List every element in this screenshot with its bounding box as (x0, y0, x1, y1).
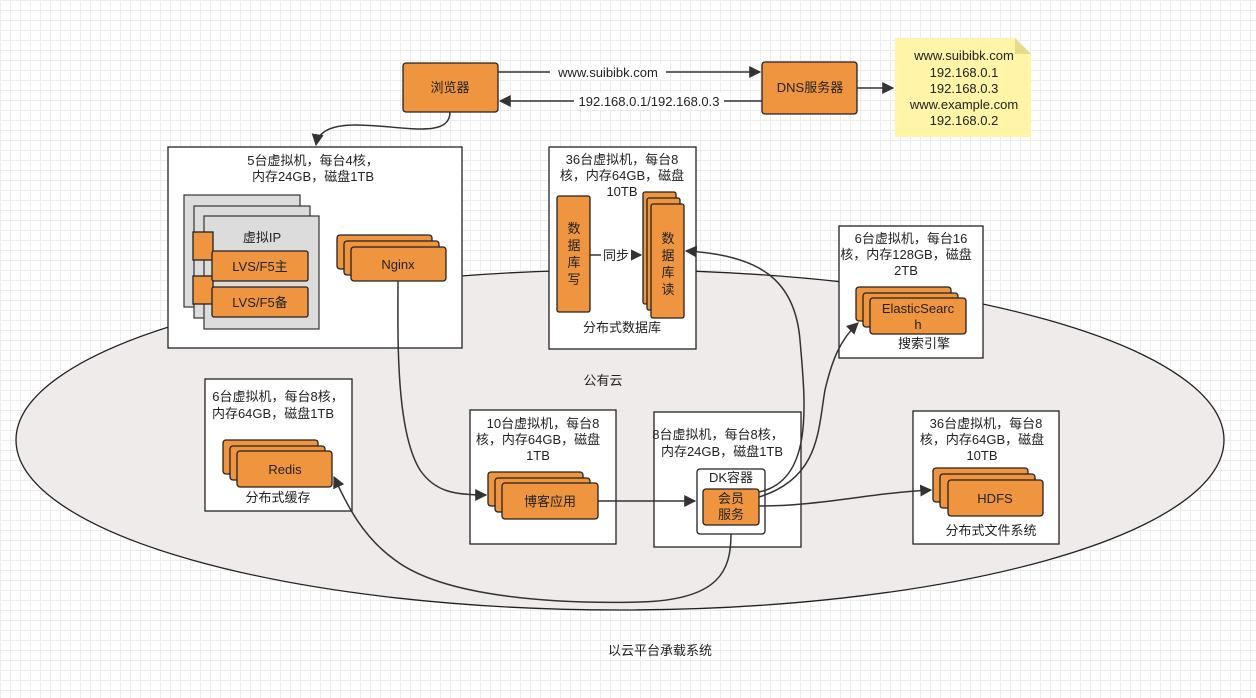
db-write-char-2: 据 (567, 238, 580, 253)
lvs-backup-node[interactable] (211, 286, 309, 318)
lb-spec-line-2: 内存24GB，磁盘1TB (252, 169, 374, 184)
lvs-master-node[interactable] (211, 250, 309, 282)
public-cloud-label: 公有云 (583, 373, 622, 388)
virtual-ip-label: 虚拟IP (243, 230, 281, 245)
nginx-label: Nginx (381, 257, 415, 272)
footer-caption: 以云平台承载系统 (608, 643, 712, 658)
request-edge-label: www.suibibk.com (557, 65, 658, 80)
nginx-to-blog-edge (397, 280, 488, 501)
search-spec-line-2: 核，内存128GB，磁盘 (840, 247, 971, 262)
member-to-db-edge (684, 245, 805, 493)
hdfs-label: HDFS (977, 491, 1013, 506)
elasticsearch-label-2: h (914, 317, 921, 332)
db-read-char-2: 据 (661, 248, 674, 263)
cache-spec-line-1: 6台虚拟机，每台8核， (212, 389, 343, 404)
dns-note-card (895, 38, 1031, 137)
db-write-char-4: 写 (567, 272, 580, 287)
db-caption: 分布式数据库 (583, 320, 661, 335)
lvs-backup-label: LVS/F5备 (232, 295, 287, 310)
db-sync-label-bg (601, 247, 631, 263)
lvs-backup-back (192, 275, 214, 305)
db-spec-line-1: 36台虚拟机，每台8 (566, 152, 679, 167)
dns-note-fold (1015, 38, 1031, 54)
hdfs-spec-line-1: 36台虚拟机，每台8 (930, 416, 1043, 431)
search-spec-line-3: 2TB (894, 263, 918, 278)
blog-spec-line-3: 1TB (526, 448, 550, 463)
db-sync-label: 同步 (603, 248, 629, 263)
member-service-label-2: 服务 (718, 507, 744, 522)
db-read-char-1: 数 (661, 231, 674, 246)
dns-note-line-2: 192.168.0.1 (930, 65, 999, 80)
elasticsearch-label-1: ElasticSearc (882, 301, 955, 316)
member-spec-line-1: 8台虚拟机，每台8核， (652, 427, 783, 442)
lb-spec-line-1: 5台虚拟机，每台4核， (247, 153, 378, 168)
db-write-char-3: 库 (567, 255, 580, 270)
dns-note-line-3: 192.168.0.3 (930, 81, 999, 96)
db-spec-line-2: 核，内存64GB，磁盘 (560, 168, 684, 183)
db-read-char-3: 库 (661, 265, 674, 280)
search-spec-line-1: 6台虚拟机，每台16 (855, 231, 968, 246)
db-write-char-1: 数 (567, 221, 580, 236)
db-read-char-4: 读 (661, 282, 674, 297)
blog-spec-line-1: 10台虚拟机，每台8 (487, 416, 600, 431)
hdfs-spec-line-2: 核，内存64GB，磁盘 (920, 432, 1044, 447)
member-service-node[interactable] (702, 488, 760, 526)
hdfs-spec-line-3: 10TB (966, 448, 997, 463)
cache-spec-line-2: 内存64GB，磁盘1TB (212, 406, 334, 421)
lvs-master-label: LVS/F5主 (232, 259, 287, 274)
member-to-hdfs-edge (758, 484, 933, 507)
hdfs-caption: 分布式文件系统 (945, 523, 1036, 538)
db-write-node[interactable] (556, 195, 591, 313)
search-caption: 搜索引擎 (898, 336, 950, 351)
request-label-bg (550, 64, 666, 80)
lvs-master-back (192, 231, 214, 261)
browser-label: 浏览器 (430, 80, 469, 95)
hdfs-node[interactable] (947, 479, 1044, 517)
db-read-node[interactable] (650, 203, 685, 319)
cache-caption: 分布式缓存 (245, 490, 310, 505)
dns-note-line-5: 192.168.0.2 (930, 113, 999, 128)
dns-note-line-4: www.example.com (909, 97, 1018, 112)
member-to-search-edge (758, 322, 859, 498)
response-label-bg (574, 93, 724, 109)
member-spec-line-2: 内存24GB，磁盘1TB (661, 444, 783, 459)
blog-app-label: 博客应用 (524, 494, 576, 509)
member-service-label-1: 会员 (718, 491, 744, 506)
elasticsearch-node[interactable] (869, 297, 967, 335)
redis-node[interactable] (236, 450, 333, 488)
member-to-redis-edge (333, 475, 732, 604)
db-spec-line-3: 10TB (606, 184, 637, 199)
dk-container-label: DK容器 (709, 470, 753, 485)
response-edge-label: 192.168.0.1/192.168.0.3 (579, 94, 720, 109)
browser-to-lb-edge (311, 111, 451, 147)
dns-note-line-1: www.suibibk.com (913, 48, 1014, 63)
blog-spec-line-2: 核，内存64GB，磁盘 (476, 432, 600, 447)
dns-server-label: DNS服务器 (777, 80, 843, 95)
redis-label: Redis (268, 462, 302, 477)
